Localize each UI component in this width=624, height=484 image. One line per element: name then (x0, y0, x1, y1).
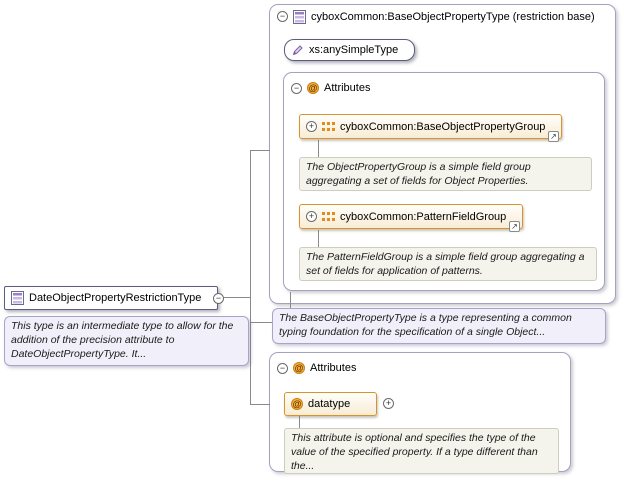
current-type-name: DateObjectPropertyRestrictionType (29, 292, 202, 304)
attribute-group-icon (322, 122, 335, 131)
expand-icon[interactable]: + (306, 121, 317, 132)
collapse-icon[interactable]: − (277, 11, 288, 22)
complex-type-icon (11, 291, 24, 305)
link-arrow-icon[interactable]: ↗ (548, 131, 559, 142)
base-attributes-label: Attributes (324, 82, 371, 94)
connector-stub-middle (251, 322, 272, 323)
attribute-at-icon: @ (291, 398, 303, 410)
base-attributes-header: − @ Attributes (291, 81, 370, 95)
simple-type-label: xs:anySimpleType (309, 44, 399, 56)
collapse-icon[interactable]: − (291, 82, 302, 94)
base-type-title[interactable]: cyboxCommon:BaseObjectPropertyType (rest… (311, 10, 595, 23)
connector-base-annotation (290, 292, 291, 308)
expand-icon[interactable]: + (383, 398, 394, 409)
connector-group2-annotation (318, 230, 319, 247)
complex-type-icon (293, 9, 306, 24)
local-attributes-label: Attributes (310, 362, 357, 374)
attribute-box[interactable]: @ datatype (284, 392, 377, 416)
attribute-group-name: cyboxCommon:PatternFieldGroup (340, 210, 507, 223)
connector-trunk (250, 150, 251, 405)
expand-icon[interactable]: + (306, 211, 317, 222)
base-type-annotation: The BaseObjectPropertyType is a type rep… (272, 308, 606, 344)
collapse-icon[interactable]: − (213, 293, 224, 304)
connector-group1-annotation (318, 140, 319, 158)
simple-type-box[interactable]: xs:anySimpleType (284, 39, 415, 61)
pencil-icon (291, 44, 304, 57)
connector-stub-top (251, 150, 270, 151)
current-type-box: DateObjectPropertyRestrictionType − (4, 286, 224, 310)
local-attributes-header: − @ Attributes (277, 361, 356, 375)
attribute-group-icon (322, 212, 335, 221)
attribute-group-annotation: The PatternFieldGroup is a simple field … (299, 247, 597, 281)
collapse-icon[interactable]: − (277, 362, 288, 374)
attribute-group-annotation: The ObjectPropertyGroup is a simple fiel… (299, 157, 592, 191)
attribute-name: datatype (308, 398, 351, 410)
base-type-header: − cyboxCommon:BaseObjectPropertyType (re… (277, 9, 595, 24)
attributes-at-icon: @ (307, 82, 319, 94)
connector-stub-bottom (251, 404, 270, 405)
attribute-annotation: This attribute is optional and specifies… (284, 428, 559, 474)
attribute-group-box[interactable]: + cyboxCommon:BaseObjectPropertyGroup ↗ (299, 114, 562, 142)
link-arrow-icon[interactable]: ↗ (509, 221, 520, 232)
connector-left-horizontal (224, 297, 251, 298)
attributes-at-icon: @ (293, 362, 305, 374)
attribute-group-name: cyboxCommon:BaseObjectPropertyGroup (340, 120, 546, 133)
attribute-group-box[interactable]: + cyboxCommon:PatternFieldGroup ↗ (299, 204, 523, 232)
connector-attribute-annotation (299, 416, 300, 428)
current-type-annotation: This type is an intermediate type to all… (4, 316, 249, 366)
